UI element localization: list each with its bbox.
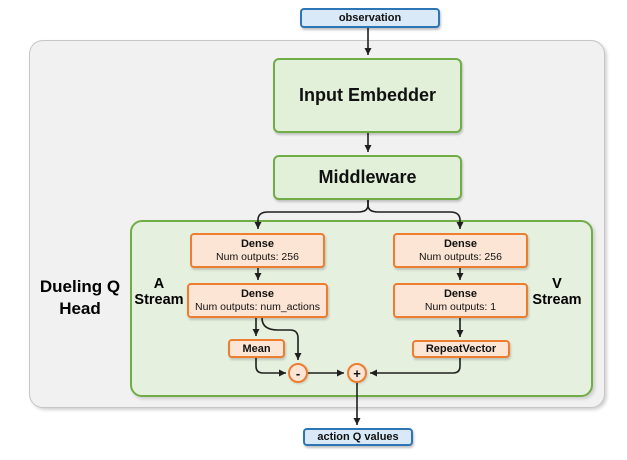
dueling-q-head-label: Dueling Q Head xyxy=(39,277,121,318)
observation-label: observation xyxy=(338,12,402,24)
v-stream-dense2-subtitle: Num outputs: 1 xyxy=(424,301,497,313)
a-stream-dense2-subtitle: Num outputs: num_actions xyxy=(195,301,320,313)
observation-node: observation xyxy=(300,8,440,28)
v-stream-dense1-title: Dense xyxy=(443,238,478,250)
v-stream-label: V Stream xyxy=(532,276,582,308)
a-stream-dense2-node: Dense Num outputs: num_actions xyxy=(187,283,328,318)
a-stream-dense2-title: Dense xyxy=(240,288,275,300)
action-q-values-label: action Q values xyxy=(317,431,399,443)
v-stream-dense1-node: Dense Num outputs: 256 xyxy=(393,233,528,268)
add-op-label: + xyxy=(353,365,361,381)
a-stream-dense1-node: Dense Num outputs: 256 xyxy=(190,233,325,268)
a-stream-dense1-subtitle: Num outputs: 256 xyxy=(216,251,299,263)
input-embedder-label: Input Embedder xyxy=(298,85,436,105)
v-stream-dense1-subtitle: Num outputs: 256 xyxy=(419,251,502,263)
subtract-op-label: - xyxy=(295,365,301,381)
middleware-node: Middleware xyxy=(273,155,462,200)
mean-node: Mean xyxy=(228,339,285,358)
v-stream-dense2-node: Dense Num outputs: 1 xyxy=(393,283,528,318)
repeat-vector-node: RepeatVector xyxy=(412,340,510,358)
a-stream-label: A Stream xyxy=(134,276,184,308)
input-embedder-node: Input Embedder xyxy=(273,58,462,133)
mean-label: Mean xyxy=(242,342,271,355)
subtract-op-circle: - xyxy=(288,363,308,383)
v-stream-dense2-title: Dense xyxy=(443,288,478,300)
action-q-values-node: action Q values xyxy=(303,428,413,446)
middleware-label: Middleware xyxy=(318,167,417,187)
add-op-circle: + xyxy=(347,363,367,383)
repeat-vector-label: RepeatVector xyxy=(425,343,497,355)
a-stream-dense1-title: Dense xyxy=(240,238,275,250)
